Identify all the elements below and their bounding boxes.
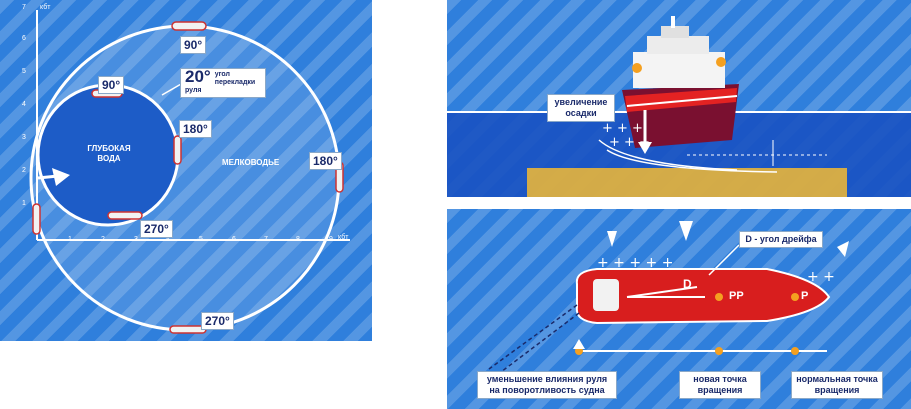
seabed (527, 168, 847, 197)
normal-pivot-point (791, 293, 799, 301)
x-tick: 2 (101, 236, 105, 243)
normal-pivot-label: P (801, 290, 809, 302)
svg-text:+ + +: + + + (609, 135, 650, 150)
y-axis-unit: кбт (40, 4, 51, 11)
hull-letter-d: D (683, 277, 692, 291)
rudder-angle-note-box: 20° угол перекладки руля (180, 68, 266, 98)
squat-note: увеличение осадки (547, 94, 615, 122)
svg-text:+ + + + +: + + + + + (597, 255, 673, 271)
tanker-hull (575, 268, 831, 325)
rudder-angle-note: угол перекладки руля (185, 71, 256, 94)
new-pivot-note: новая точка вращения (679, 371, 761, 399)
ship-icon-outer-90 (171, 21, 207, 31)
rudder-influence-note: уменьшение влияния руля на поворотливост… (477, 371, 617, 399)
heading-label-outer-180: 180° (309, 152, 342, 170)
shallow-water-label: МЕЛКОВОДЬЕ (222, 158, 280, 167)
heading-label-inner-270: 270° (140, 220, 173, 238)
x-tick: 9 (329, 236, 333, 243)
turning-diagram-svg (29, 10, 350, 334)
drift-scene-svg: + + + + + + + (488, 221, 849, 376)
x-axis-unit: кбт (338, 234, 349, 241)
y-tick: 6 (22, 35, 26, 42)
normal-pivot-note: нормальная точка вращения (791, 371, 883, 399)
y-tick: 3 (22, 134, 26, 141)
y-tick: 2 (22, 167, 26, 174)
ship-icon-inner-270 (107, 211, 143, 220)
x-tick: 6 (232, 236, 236, 243)
svg-text:+ + +: + + + (602, 121, 643, 136)
drift-angle-note: D - угол дрейфа (739, 231, 823, 248)
ship-illustration (622, 16, 739, 148)
heading-label-inner-180: 180° (179, 120, 212, 138)
heading-label-outer-270: 270° (201, 312, 234, 330)
y-tick: 5 (22, 68, 26, 75)
y-tick: 7 (22, 4, 26, 11)
x-tick: 5 (199, 236, 203, 243)
x-tick: 8 (296, 236, 300, 243)
new-pivot-label: PP (729, 290, 744, 302)
x-tick: 7 (264, 236, 268, 243)
y-tick: 4 (22, 101, 26, 108)
turning-diagram-panel: кбт кбт 1 2 3 4 5 6 7 1 2 3 4 5 6 7 8 9 … (0, 0, 372, 341)
turn-direction-arrow (52, 168, 70, 186)
deep-water-label: ГЛУБОКАЯ ВОДА (87, 144, 131, 163)
x-tick: 3 (134, 236, 138, 243)
heading-label-inner-90: 90° (98, 76, 125, 94)
ship-icon-start (32, 203, 41, 235)
y-tick: 1 (22, 200, 26, 207)
svg-text:+ +: + + (807, 269, 835, 285)
x-tick: 1 (68, 236, 72, 243)
rudder-angle-value: 20° (185, 67, 211, 86)
heading-label-outer-90: 90° (180, 36, 207, 54)
squat-panel: + + + + + + увеличение осадки (447, 0, 911, 197)
drift-panel: + + + + + + + D - угол дрейфа D PP P уме… (447, 209, 911, 409)
ship-icon-inner-180 (173, 135, 182, 165)
x-tick: 4 (166, 236, 170, 243)
new-pivot-point (715, 293, 723, 301)
squat-scene-svg: + + + + + + (447, 16, 911, 197)
